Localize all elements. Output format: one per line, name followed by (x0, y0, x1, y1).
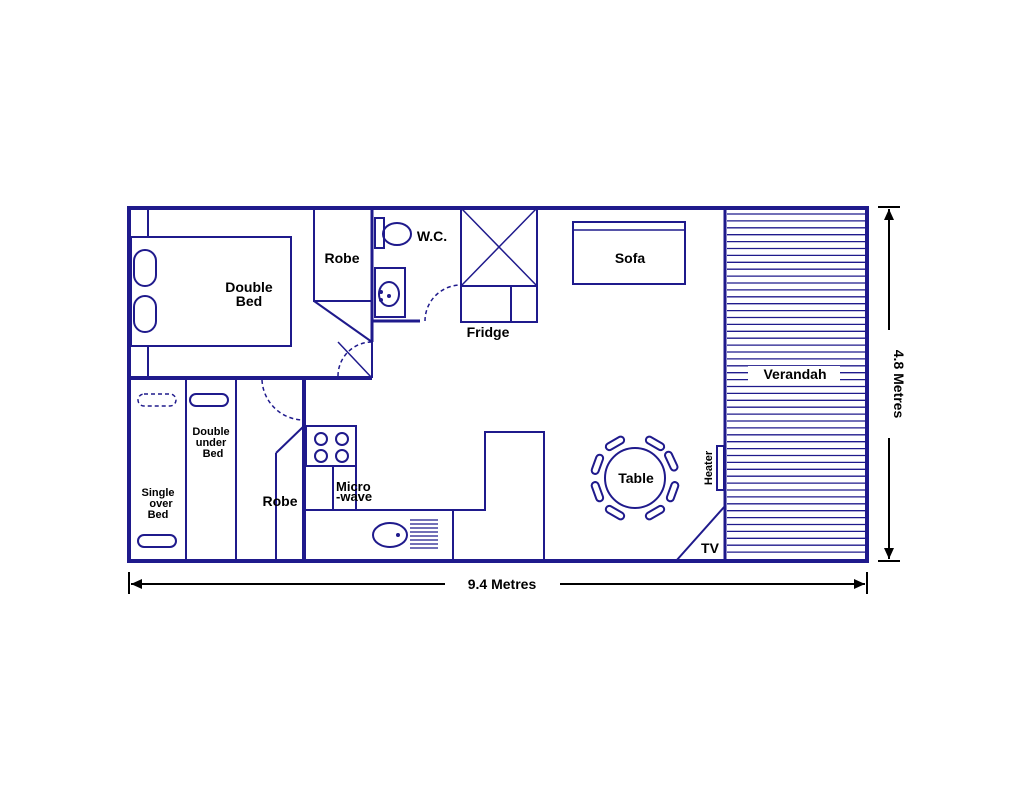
double-bed (130, 236, 292, 347)
sofa (572, 221, 686, 285)
double-under-bed-label-line1: Double (192, 426, 229, 438)
verandah-label: Verandah (763, 366, 826, 382)
wc-label: W.C. (417, 228, 447, 244)
double-under-bed-label-line2: under (196, 437, 227, 449)
chair (644, 435, 666, 452)
fridge (460, 285, 538, 323)
tv-label: TV (701, 540, 720, 556)
chair (604, 435, 626, 452)
shower-and-fridge (460, 207, 538, 323)
fridge-label: Fridge (467, 324, 510, 340)
pillow (133, 295, 157, 333)
outer-wall (127, 206, 869, 563)
pillow (137, 393, 177, 407)
heater-label: Heater (703, 450, 715, 485)
chair (665, 481, 680, 503)
kitchen-bench (304, 431, 545, 561)
microwave-label-line1: Micro (336, 479, 371, 494)
tv-corner (675, 505, 726, 562)
double-under-bed-label-line3: Bed (203, 448, 224, 460)
height-dimension-label: 4.8 Metres (891, 350, 907, 419)
basin-bowl (378, 281, 400, 307)
double-bed-label-line1: Double (225, 279, 273, 295)
chair (664, 450, 679, 472)
cooktop (305, 425, 357, 467)
bedroom-two (137, 376, 306, 561)
sofa-group (572, 221, 686, 285)
basin (374, 267, 406, 318)
chair (590, 481, 605, 503)
dining (590, 435, 680, 521)
height-dimension (878, 206, 900, 562)
kitchen (304, 425, 545, 561)
table (604, 447, 666, 509)
chair (644, 504, 666, 521)
width-dimension (128, 572, 868, 594)
robe-bottom-label: Robe (263, 493, 298, 509)
pillow (137, 534, 177, 548)
pillow (133, 249, 157, 287)
microwave-label-line2: -wave (336, 489, 372, 504)
door-swing (261, 379, 305, 421)
single-over-bed-label-line1: Single (141, 487, 174, 499)
double-bed-label-line2: Bed (236, 293, 262, 309)
heater (716, 445, 725, 491)
wc-room (372, 208, 462, 323)
sofa-label: Sofa (615, 250, 646, 266)
width-dimension-label: 9.4 Metres (468, 576, 537, 592)
table-label: Table (618, 470, 654, 486)
sink (372, 522, 408, 548)
toilet-bowl (382, 222, 412, 246)
single-over-bed-label-line3: Bed (148, 509, 169, 521)
robe-top-label: Robe (325, 250, 360, 266)
door-swing (424, 284, 462, 322)
pillow (189, 393, 229, 407)
chair (604, 504, 626, 521)
chair (590, 453, 605, 475)
single-over-bed-label-line2: over (149, 498, 173, 510)
verandah (723, 208, 865, 561)
